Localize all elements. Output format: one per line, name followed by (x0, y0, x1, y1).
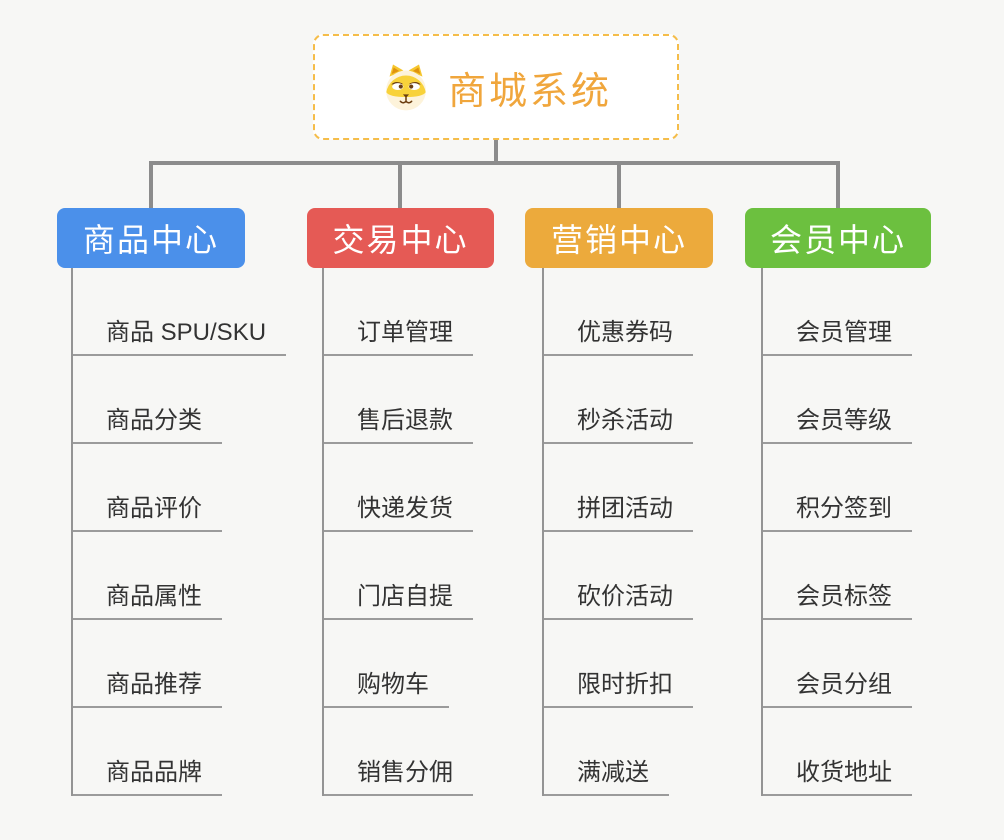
topic-item[interactable]: 积分签到 (763, 444, 912, 532)
branch-children-trade: 订单管理 售后退款 快递发货 门店自提 购物车 销售分佣 (322, 268, 473, 796)
branch-label: 交易中心 (332, 222, 469, 258)
branch-label: 会员中心 (769, 222, 906, 258)
topic-item[interactable]: 商品属性 (73, 532, 222, 620)
topic-item[interactable]: 秒杀活动 (544, 356, 693, 444)
branch-node-products[interactable]: 商品中心 (57, 208, 245, 268)
branch-node-trade[interactable]: 交易中心 (307, 208, 494, 268)
topic-item[interactable]: 商品品牌 (73, 708, 222, 796)
dog-face-icon (386, 64, 426, 111)
topic-item[interactable]: 优惠券码 (544, 268, 693, 356)
connector-drop-trade (398, 161, 402, 208)
topic-item[interactable]: 商品 SPU/SKU (73, 268, 287, 356)
topic-item[interactable]: 销售分佣 (324, 708, 473, 796)
topic-item[interactable]: 商品评价 (73, 444, 222, 532)
branch-label: 商品中心 (82, 222, 219, 258)
topic-item[interactable]: 商品推荐 (73, 620, 222, 708)
branch-node-members[interactable]: 会员中心 (745, 208, 931, 268)
root-topic[interactable]: 商城系统 (313, 34, 679, 140)
connector-drop-products (149, 161, 153, 208)
topic-item[interactable]: 会员标签 (763, 532, 912, 620)
topic-item[interactable]: 会员管理 (763, 268, 912, 356)
topic-item[interactable]: 拼团活动 (544, 444, 693, 532)
branch-node-marketing[interactable]: 营销中心 (525, 208, 713, 268)
topic-item[interactable]: 售后退款 (324, 356, 473, 444)
branch-children-products: 商品 SPU/SKU 商品分类 商品评价 商品属性 商品推荐 商品品牌 (71, 268, 287, 796)
topic-item[interactable]: 购物车 (324, 620, 449, 708)
branch-children-members: 会员管理 会员等级 积分签到 会员标签 会员分组 收货地址 (761, 268, 912, 796)
topic-item[interactable]: 满减送 (544, 708, 669, 796)
branch-label: 营销中心 (550, 222, 687, 258)
topic-item[interactable]: 商品分类 (73, 356, 222, 444)
connector-drop-marketing (617, 161, 621, 208)
connector-root-stem (494, 140, 498, 165)
topic-item[interactable]: 收货地址 (763, 708, 912, 796)
topic-item[interactable]: 门店自提 (324, 532, 473, 620)
connector-drop-members (836, 161, 840, 208)
connector-horizontal-bar (149, 161, 840, 165)
topic-item[interactable]: 砍价活动 (544, 532, 693, 620)
topic-item[interactable]: 订单管理 (324, 268, 473, 356)
topic-item[interactable]: 限时折扣 (544, 620, 693, 708)
root-topic-label: 商城系统 (447, 70, 612, 113)
topic-item[interactable]: 快递发货 (324, 444, 473, 532)
topic-item[interactable]: 会员等级 (763, 356, 912, 444)
topic-item[interactable]: 会员分组 (763, 620, 912, 708)
branch-children-marketing: 优惠券码 秒杀活动 拼团活动 砍价活动 限时折扣 满减送 (542, 268, 693, 796)
